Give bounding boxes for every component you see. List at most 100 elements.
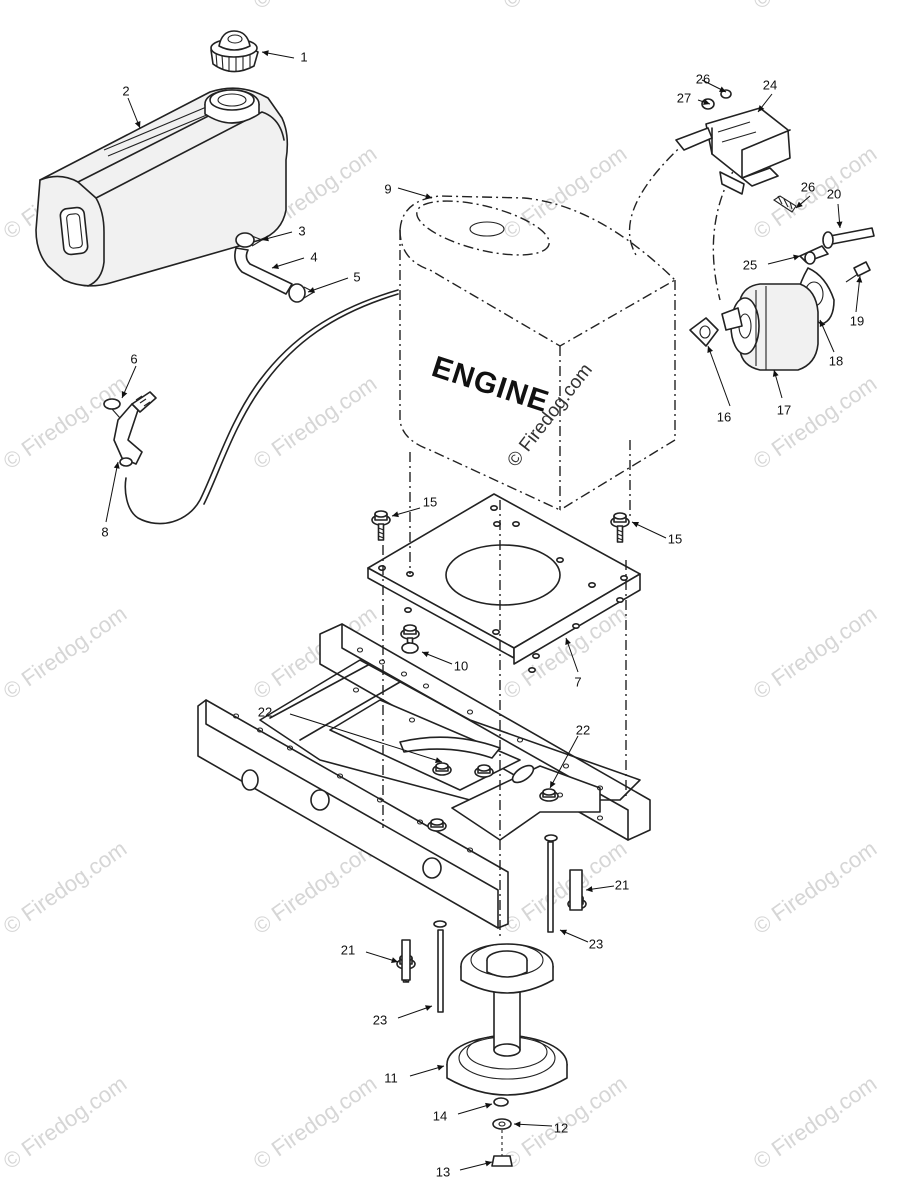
frame-hole <box>232 713 240 719</box>
mount-hole <box>511 520 520 527</box>
fuel-tank <box>35 87 289 287</box>
watermark-text: © Firedog.com <box>249 0 382 14</box>
leader-arrow <box>793 254 800 261</box>
leader-arrow <box>425 1005 432 1011</box>
callout-c11: 11 <box>384 1070 398 1085</box>
callout-c15b: 15 <box>668 531 682 546</box>
callout-c22a: 22 <box>258 704 272 719</box>
muffler-assembly <box>628 89 875 371</box>
callout-c8: 8 <box>101 524 108 539</box>
leader-arrow <box>703 99 710 105</box>
watermark-text: © Firedog.com <box>749 1071 882 1174</box>
watermark-text: © Firedog.com <box>0 601 131 704</box>
mount-hole <box>531 652 540 659</box>
frame-hole <box>356 647 364 653</box>
mount-hole <box>571 622 580 629</box>
leader-line <box>289 713 443 763</box>
callout-c7: 7 <box>574 674 581 689</box>
spacer-rod <box>547 841 554 933</box>
leader-arrow <box>425 193 432 200</box>
leader-line <box>549 735 579 789</box>
callout-c18: 18 <box>829 353 843 368</box>
callout-c25: 25 <box>743 257 757 272</box>
callout-c23b: 23 <box>373 1012 387 1027</box>
leader-arrow <box>392 511 399 518</box>
callout-c15a: 15 <box>423 494 437 509</box>
leader-arrow <box>819 320 826 327</box>
callout-c22b: 22 <box>576 722 590 737</box>
callout-c27: 27 <box>677 90 691 105</box>
leader-arrow <box>437 1064 444 1071</box>
callout-leaders <box>105 50 863 1171</box>
tractor-frame <box>197 623 651 929</box>
callout-c9: 9 <box>384 181 391 196</box>
callout-c23a: 23 <box>589 936 603 951</box>
frame-hole <box>422 683 430 689</box>
frame-hole <box>562 763 570 769</box>
leader-arrow <box>485 1102 492 1109</box>
flange-nuts <box>427 762 559 832</box>
callout-c6: 6 <box>130 351 137 366</box>
frame-hole <box>596 815 604 821</box>
leader-arrow <box>632 521 639 528</box>
callout-c2: 2 <box>122 83 129 98</box>
mount-plate <box>367 493 641 673</box>
callout-c5: 5 <box>353 269 360 284</box>
mount-hole <box>619 574 628 581</box>
leader-arrow <box>707 346 713 353</box>
watermark-text: © Firedog.com <box>499 836 632 939</box>
frame-hole <box>596 785 604 791</box>
callout-c19: 19 <box>850 313 864 328</box>
leader-line <box>707 345 731 407</box>
leader-arrow <box>262 50 269 57</box>
callout-c24: 24 <box>763 77 777 92</box>
mount-hole <box>489 504 498 511</box>
callout-c20: 20 <box>827 186 841 201</box>
engine-label: ENGINE <box>428 350 553 419</box>
watermark-text: © Firedog.com <box>0 1071 131 1174</box>
mount-hole <box>615 596 624 603</box>
engine-block: ENGINE © Firedog.com <box>399 195 676 511</box>
watermark-text: © Firedog.com <box>0 836 131 939</box>
leader-line <box>307 277 349 293</box>
frame-hole <box>466 847 474 853</box>
frame-hole <box>416 819 424 825</box>
engine-pulley <box>446 943 568 1167</box>
leader-arrow <box>719 86 726 92</box>
frame-hole <box>466 709 474 715</box>
watermark-text: © Firedog.com <box>749 0 882 14</box>
frame-hole <box>516 737 524 743</box>
fuel-cap <box>210 30 259 73</box>
frame-hole <box>336 773 344 779</box>
callout-c1: 1 <box>300 49 307 64</box>
callout-c17: 17 <box>777 402 791 417</box>
mount-hole <box>377 564 386 571</box>
watermark-text: © Firedog.com <box>749 371 882 474</box>
frame-hole <box>352 687 360 693</box>
leader-arrow <box>836 221 843 228</box>
leader-arrow <box>796 201 803 208</box>
leader-arrow <box>772 370 779 377</box>
callout-c10: 10 <box>454 658 468 673</box>
fasteners <box>371 510 630 1013</box>
leader-arrow <box>435 757 442 763</box>
leader-arrow <box>113 462 120 469</box>
leader-arrow <box>586 886 593 893</box>
callout-c26a: 26 <box>696 71 710 86</box>
callout-c16: 16 <box>717 409 731 424</box>
leader-line <box>513 1123 553 1127</box>
leader-arrow <box>550 781 556 788</box>
mount-hole <box>527 666 536 673</box>
leader-arrow <box>422 651 429 658</box>
callout-c14: 14 <box>433 1108 447 1123</box>
leader-arrow <box>121 391 128 398</box>
mount-hole <box>492 520 501 527</box>
leader-arrow <box>565 638 571 645</box>
callout-c3: 3 <box>298 223 305 238</box>
callout-c13: 13 <box>436 1164 450 1179</box>
callout-c4: 4 <box>310 249 317 264</box>
leader-arrow <box>308 287 315 293</box>
watermark-text: © Firedog.com <box>749 601 882 704</box>
